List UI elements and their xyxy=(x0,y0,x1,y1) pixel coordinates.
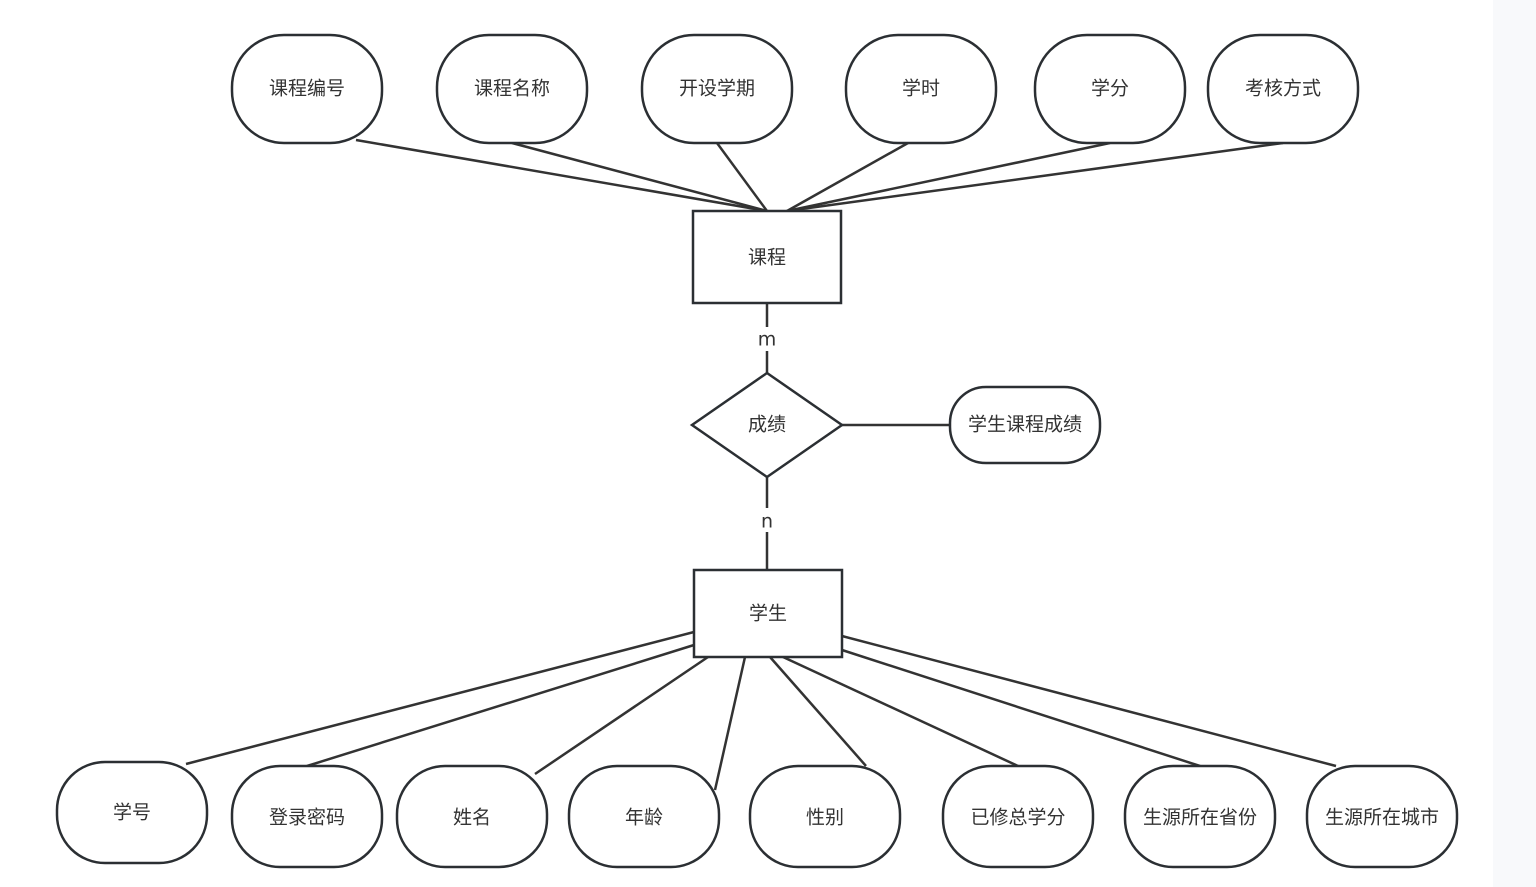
link-course-attr-4 xyxy=(786,141,909,213)
student-attribute-8[interactable]: 生源所在城市 xyxy=(1305,764,1459,869)
course-attribute-5[interactable]: 学分 xyxy=(1033,33,1187,145)
student-attribute-5-label: 性别 xyxy=(806,807,844,829)
student-attribute-8-label: 生源所在城市 xyxy=(1325,807,1439,829)
link-student-attr-4 xyxy=(713,656,747,791)
relationship-label: 成绩 xyxy=(748,414,786,436)
link-student-attr-6 xyxy=(782,655,1019,768)
link-student-attr-8 xyxy=(841,634,1337,768)
course-attribute-6[interactable]: 考核方式 xyxy=(1206,33,1360,145)
link-course-attr-1 xyxy=(355,138,768,213)
link-student-attr-5 xyxy=(769,656,867,767)
student-attribute-2[interactable]: 登录密码 xyxy=(230,764,384,869)
course-cardinality-label: m xyxy=(758,329,777,351)
relationship-attribute-label: 学生课程成绩 xyxy=(968,414,1082,436)
student-entity[interactable]: 学生 xyxy=(692,568,844,659)
student-attribute-4[interactable]: 年龄 xyxy=(567,764,721,869)
student-attribute-7-label: 生源所在省份 xyxy=(1143,807,1257,829)
student-attribute-3-label: 姓名 xyxy=(453,807,491,829)
course-attribute-5-label: 学分 xyxy=(1091,78,1129,100)
student-attribute-2-label: 登录密码 xyxy=(269,807,345,829)
course-attribute-1-label: 课程编号 xyxy=(269,78,345,100)
relationship-diamond[interactable]: 成绩 xyxy=(689,371,845,479)
link-student-attr-2 xyxy=(306,643,695,768)
course-attribute-4-label: 学时 xyxy=(902,78,940,100)
student-attribute-5[interactable]: 性别 xyxy=(748,764,902,869)
link-course-attr-6 xyxy=(786,141,1284,213)
student-attribute-links xyxy=(185,630,1337,791)
link-student-attr-7 xyxy=(841,648,1201,768)
right-edge-strip xyxy=(1493,0,1536,887)
relationship-attribute[interactable]: 学生课程成绩 xyxy=(948,385,1102,465)
course-attribute-links xyxy=(355,138,1284,213)
link-course-attr-2 xyxy=(511,141,768,213)
course-attribute-2-label: 课程名称 xyxy=(474,78,550,100)
course-attribute-3-label: 开设学期 xyxy=(679,78,755,100)
student-entity-label: 学生 xyxy=(749,603,787,625)
course-attribute-4[interactable]: 学时 xyxy=(844,33,998,145)
link-student-attr-3 xyxy=(534,655,709,776)
student-attribute-3[interactable]: 姓名 xyxy=(395,764,549,869)
student-attribute-6[interactable]: 已修总学分 xyxy=(941,764,1095,869)
course-entity[interactable]: 课程 xyxy=(691,209,843,305)
student-attribute-1[interactable]: 学号 xyxy=(55,760,209,865)
course-attribute-6-label: 考核方式 xyxy=(1245,78,1321,100)
student-attribute-7[interactable]: 生源所在省份 xyxy=(1123,764,1277,869)
link-student-attr-1 xyxy=(185,630,695,766)
link-course-attr-5 xyxy=(786,141,1111,213)
student-cardinality-label: n xyxy=(761,511,773,533)
student-attribute-1-label: 学号 xyxy=(113,802,151,824)
student-attribute-6-label: 已修总学分 xyxy=(970,807,1065,829)
course-attribute-1[interactable]: 课程编号 xyxy=(230,33,384,145)
student-attribute-4-label: 年龄 xyxy=(625,807,663,829)
course-attribute-2[interactable]: 课程名称 xyxy=(435,33,589,145)
course-attribute-3[interactable]: 开设学期 xyxy=(640,33,794,145)
course-entity-label: 课程 xyxy=(748,247,786,269)
link-course-attr-3 xyxy=(715,142,769,212)
